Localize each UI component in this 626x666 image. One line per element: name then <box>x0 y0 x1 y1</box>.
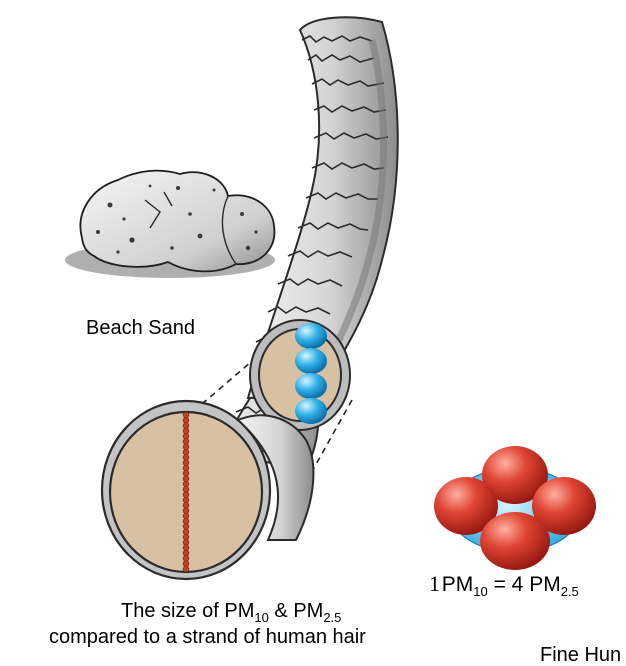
caption-sub-10: 10 <box>254 610 268 625</box>
pm25-bead <box>183 433 189 439</box>
pm25-bead <box>183 455 189 461</box>
caption-sub-25: 2.5 <box>323 610 341 625</box>
equation-pm10-sub: 10 <box>473 584 487 599</box>
pm25-bead <box>183 439 189 445</box>
pm25-bead <box>183 471 189 477</box>
pm25-bead <box>183 444 189 450</box>
equation-pm25-sub: 2.5 <box>561 584 579 599</box>
equation-coefficient: 1 <box>429 571 440 596</box>
pm25-bead <box>183 524 189 530</box>
pm25-bead <box>183 555 189 561</box>
pm25-bead <box>183 561 189 567</box>
pm25-bead <box>183 545 189 551</box>
equation-pm10: PM <box>442 573 474 596</box>
pm25-bead <box>183 540 189 546</box>
large-cross-section <box>102 401 313 579</box>
pm25-bead <box>183 412 189 418</box>
beach-sand-illustration <box>65 171 275 278</box>
pm25-bead <box>183 550 189 556</box>
pm25-bead <box>183 529 189 535</box>
pm-equivalence-label: 1 PM10 = 4 PM2.5 <box>429 573 579 595</box>
pm25-bead <box>183 534 189 540</box>
caption-line-2: compared to a strand of human hair <box>49 627 366 647</box>
fine-human-hair-label: Fine Hun <box>540 645 621 665</box>
caption-mid: & PM <box>269 600 323 622</box>
caption-prefix: The size of PM <box>121 600 254 622</box>
pm25-bead <box>183 508 189 514</box>
pm25-bead <box>183 476 189 482</box>
pm25-bead <box>183 486 189 492</box>
pm25-bead <box>183 566 189 572</box>
caption-line-1: The size of PM10 & PM2.5 <box>121 601 341 621</box>
pm25-bead <box>183 502 189 508</box>
pm25-bead <box>183 423 189 429</box>
pm25-bead <box>183 465 189 471</box>
pm25-bead <box>183 449 189 455</box>
pm25-bead <box>183 481 189 487</box>
pm25-bead <box>183 497 189 503</box>
equation-pm25: PM <box>529 573 561 596</box>
pm25-bead <box>183 513 189 519</box>
pm25-bead <box>183 518 189 524</box>
pm25-bead <box>183 417 189 423</box>
pm25-bead <box>183 460 189 466</box>
pm25-bead <box>183 492 189 498</box>
beach-sand-label: Beach Sand <box>86 318 195 338</box>
pm25-bead <box>183 428 189 434</box>
equation-equals: = 4 <box>488 573 529 596</box>
